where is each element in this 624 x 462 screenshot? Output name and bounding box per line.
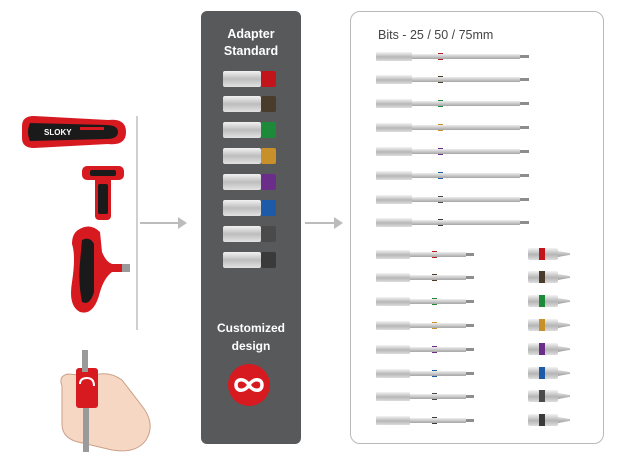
custom-line1: Customized	[216, 321, 285, 335]
hand-holding-driver-icon	[60, 350, 151, 452]
short-bit-gray[interactable]	[528, 390, 572, 402]
short-bit-purple[interactable]	[528, 343, 572, 355]
long-bit-blue[interactable]	[376, 171, 531, 180]
logo-text: SLOKY	[44, 128, 72, 137]
short-bit-red[interactable]	[528, 248, 572, 260]
long-bit-brown[interactable]	[376, 75, 531, 84]
t-handle-driver-icon: SLOKY	[22, 116, 126, 148]
adapter-brown[interactable]	[223, 96, 276, 112]
long-bit-purple[interactable]	[376, 147, 531, 156]
adapter-purple[interactable]	[223, 174, 276, 190]
adapter-dark[interactable]	[223, 252, 276, 268]
long-bit-dark[interactable]	[376, 218, 531, 227]
medium-bit-red[interactable]	[376, 250, 476, 259]
medium-bit-green[interactable]	[376, 297, 476, 306]
ratchet-handle-icon	[71, 226, 130, 313]
adapter-gold[interactable]	[223, 148, 276, 164]
adapter-blue[interactable]	[223, 200, 276, 216]
medium-bit-gold[interactable]	[376, 321, 476, 330]
arrow-head	[178, 217, 187, 229]
custom-line2: design	[231, 339, 271, 353]
medium-bit-dark[interactable]	[376, 416, 476, 425]
long-bit-gold[interactable]	[376, 123, 531, 132]
medium-bit-brown[interactable]	[376, 273, 476, 282]
adapter-title-line1: Adapter	[227, 27, 275, 41]
bracket-line	[136, 116, 138, 330]
long-bit-gray[interactable]	[376, 195, 531, 204]
short-bit-green[interactable]	[528, 295, 572, 307]
adapter-green[interactable]	[223, 122, 276, 138]
arrow-right-icon	[305, 222, 335, 224]
mini-t-handle-icon	[82, 166, 124, 220]
medium-bit-purple[interactable]	[376, 345, 476, 354]
short-bit-dark[interactable]	[528, 414, 572, 426]
adapter-red[interactable]	[223, 71, 276, 87]
long-bit-red[interactable]	[376, 52, 531, 61]
short-bit-gold[interactable]	[528, 319, 572, 331]
bits-title: Bits - 25 / 50 / 75mm	[378, 28, 494, 42]
arrow-head	[334, 217, 343, 229]
medium-bit-blue[interactable]	[376, 369, 476, 378]
short-bit-blue[interactable]	[528, 367, 572, 379]
adapter-gray[interactable]	[223, 226, 276, 242]
adapter-title-line2: Standard	[223, 44, 279, 58]
short-bit-brown[interactable]	[528, 271, 572, 283]
medium-bit-gray[interactable]	[376, 392, 476, 401]
infinity-icon	[228, 364, 270, 406]
arrow-right-icon	[140, 222, 178, 224]
long-bit-green[interactable]	[376, 99, 531, 108]
